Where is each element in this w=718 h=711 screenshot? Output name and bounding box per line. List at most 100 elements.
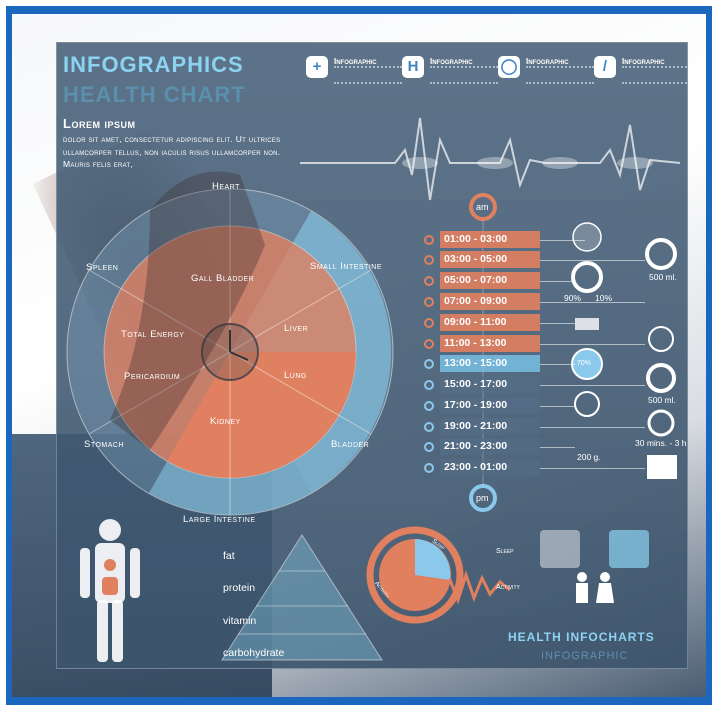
badge-lines (430, 66, 498, 84)
badge-title: Infographic (622, 57, 665, 66)
page-subtitle: HEALTH CHART (63, 82, 246, 107)
badge-hospital: H Infographic (402, 56, 502, 86)
am-ring (469, 193, 497, 221)
ph-icon (574, 391, 600, 417)
time-dot (424, 339, 434, 349)
badge-syringe: / Infographic (594, 56, 694, 86)
couple-icon (576, 572, 614, 603)
organ-pericardium: Pericardium (124, 371, 181, 382)
connector-line (540, 364, 575, 365)
time-dot (424, 297, 434, 307)
timer-icon (647, 409, 675, 437)
stat-time: 30 mins. - 3 h (635, 438, 687, 448)
pie-icon (572, 222, 602, 252)
organ-liver: Liver (284, 323, 309, 334)
time-dot (424, 359, 434, 369)
wheel-inner-lung (230, 352, 356, 461)
badge-lines (622, 66, 690, 84)
pyramid-vitamin: vitamin (223, 615, 257, 627)
connector-line (540, 344, 645, 345)
pyramid-carbohydrate: carbohydrate (223, 647, 285, 659)
scale-icon (648, 326, 674, 352)
time-dot (424, 463, 434, 473)
sleep-activity-ring (366, 526, 464, 624)
footer-title: HEALTH INFOCHARTS (508, 630, 655, 644)
speech-bubble (540, 530, 580, 568)
water-drop-icon (571, 261, 603, 293)
organ-large-intestine: Large Intestine (183, 514, 256, 525)
time-dot (424, 401, 434, 411)
lorem-heading: Lorem ipsum (63, 116, 136, 131)
organ-gall-bladder: Gall Bladder (191, 273, 255, 284)
time-row: 11:00 - 13:00 (440, 335, 540, 352)
activity-wave (438, 570, 511, 605)
stat-pie: 70% (577, 360, 592, 367)
connector-line (540, 447, 575, 448)
time-row: 23:00 - 01:00 (440, 459, 540, 476)
organ-small-intestine: Small Intestine (310, 261, 383, 272)
syringe-icon: / (594, 56, 616, 78)
plus-icon: + (306, 56, 328, 78)
badge-title: Infographic (526, 57, 569, 66)
connector-line (540, 302, 645, 303)
organs-overlay (102, 559, 118, 595)
heartbeat-line (300, 117, 681, 201)
footer-subtitle: INFOGRAPHIC (541, 650, 629, 662)
activity-label: Activity (496, 584, 520, 591)
time-row: 07:00 - 09:00 (440, 293, 540, 310)
pm-label: pm (476, 493, 489, 503)
connector-line (540, 240, 585, 241)
time-dot (424, 276, 434, 286)
stat-percent-right: 10% (595, 293, 613, 303)
pm-ring (469, 484, 497, 512)
time-dot (424, 422, 434, 432)
time-dot (424, 442, 434, 452)
lorem-text: dolor sit amet, consectetur adipiscing e… (63, 134, 281, 169)
time-row: 19:00 - 21:00 (440, 418, 540, 435)
refresh-icon (645, 238, 677, 270)
pill-icon: ◯ (498, 56, 520, 78)
connector-line (540, 385, 645, 386)
badge-plus: + Infographic (306, 56, 406, 86)
connector-line (540, 427, 645, 428)
time-dot (424, 235, 434, 245)
drop-icon (646, 363, 676, 393)
organ-kidney: Kidney (210, 416, 241, 427)
glow (402, 157, 438, 169)
bar-icon (575, 318, 599, 330)
time-row: 01:00 - 03:00 (440, 231, 540, 248)
time-row: 09:00 - 11:00 (440, 314, 540, 331)
organ-total-energy: Total Energy (121, 329, 185, 340)
human-body (80, 519, 140, 662)
glow (542, 157, 578, 169)
time-row: 13:00 - 15:00 (440, 355, 540, 372)
food-pyramid (221, 534, 383, 661)
hospital-icon: H (402, 56, 424, 78)
stat-water: 500 ml. (649, 272, 677, 282)
glow (477, 157, 513, 169)
speech-bubble (609, 530, 649, 568)
time-row: 03:00 - 05:00 (440, 251, 540, 268)
stat-weight: 200 g. (577, 452, 601, 462)
clock-hand (229, 351, 249, 361)
connector-line (540, 468, 645, 469)
pyramid-protein: protein (223, 582, 256, 594)
wheel-inner-kidney (167, 352, 293, 478)
page-title: INFOGRAPHICS (63, 52, 244, 77)
connector-line (540, 281, 575, 282)
connector-line (540, 260, 645, 261)
graph-icon (647, 455, 677, 479)
time-dot (424, 380, 434, 390)
badge-lines (334, 66, 402, 84)
connector-line (540, 406, 575, 407)
hand-shadow (110, 171, 265, 450)
badge-lines (526, 66, 594, 84)
sleep-slice (415, 539, 451, 580)
time-row: 05:00 - 07:00 (440, 272, 540, 289)
time-row: 15:00 - 17:00 (440, 376, 540, 393)
time-row: 21:00 - 23:00 (440, 438, 540, 455)
stat-percent-left: 90% (564, 293, 582, 303)
am-label: am (476, 202, 489, 212)
pyramid-fat: fat (223, 550, 235, 562)
